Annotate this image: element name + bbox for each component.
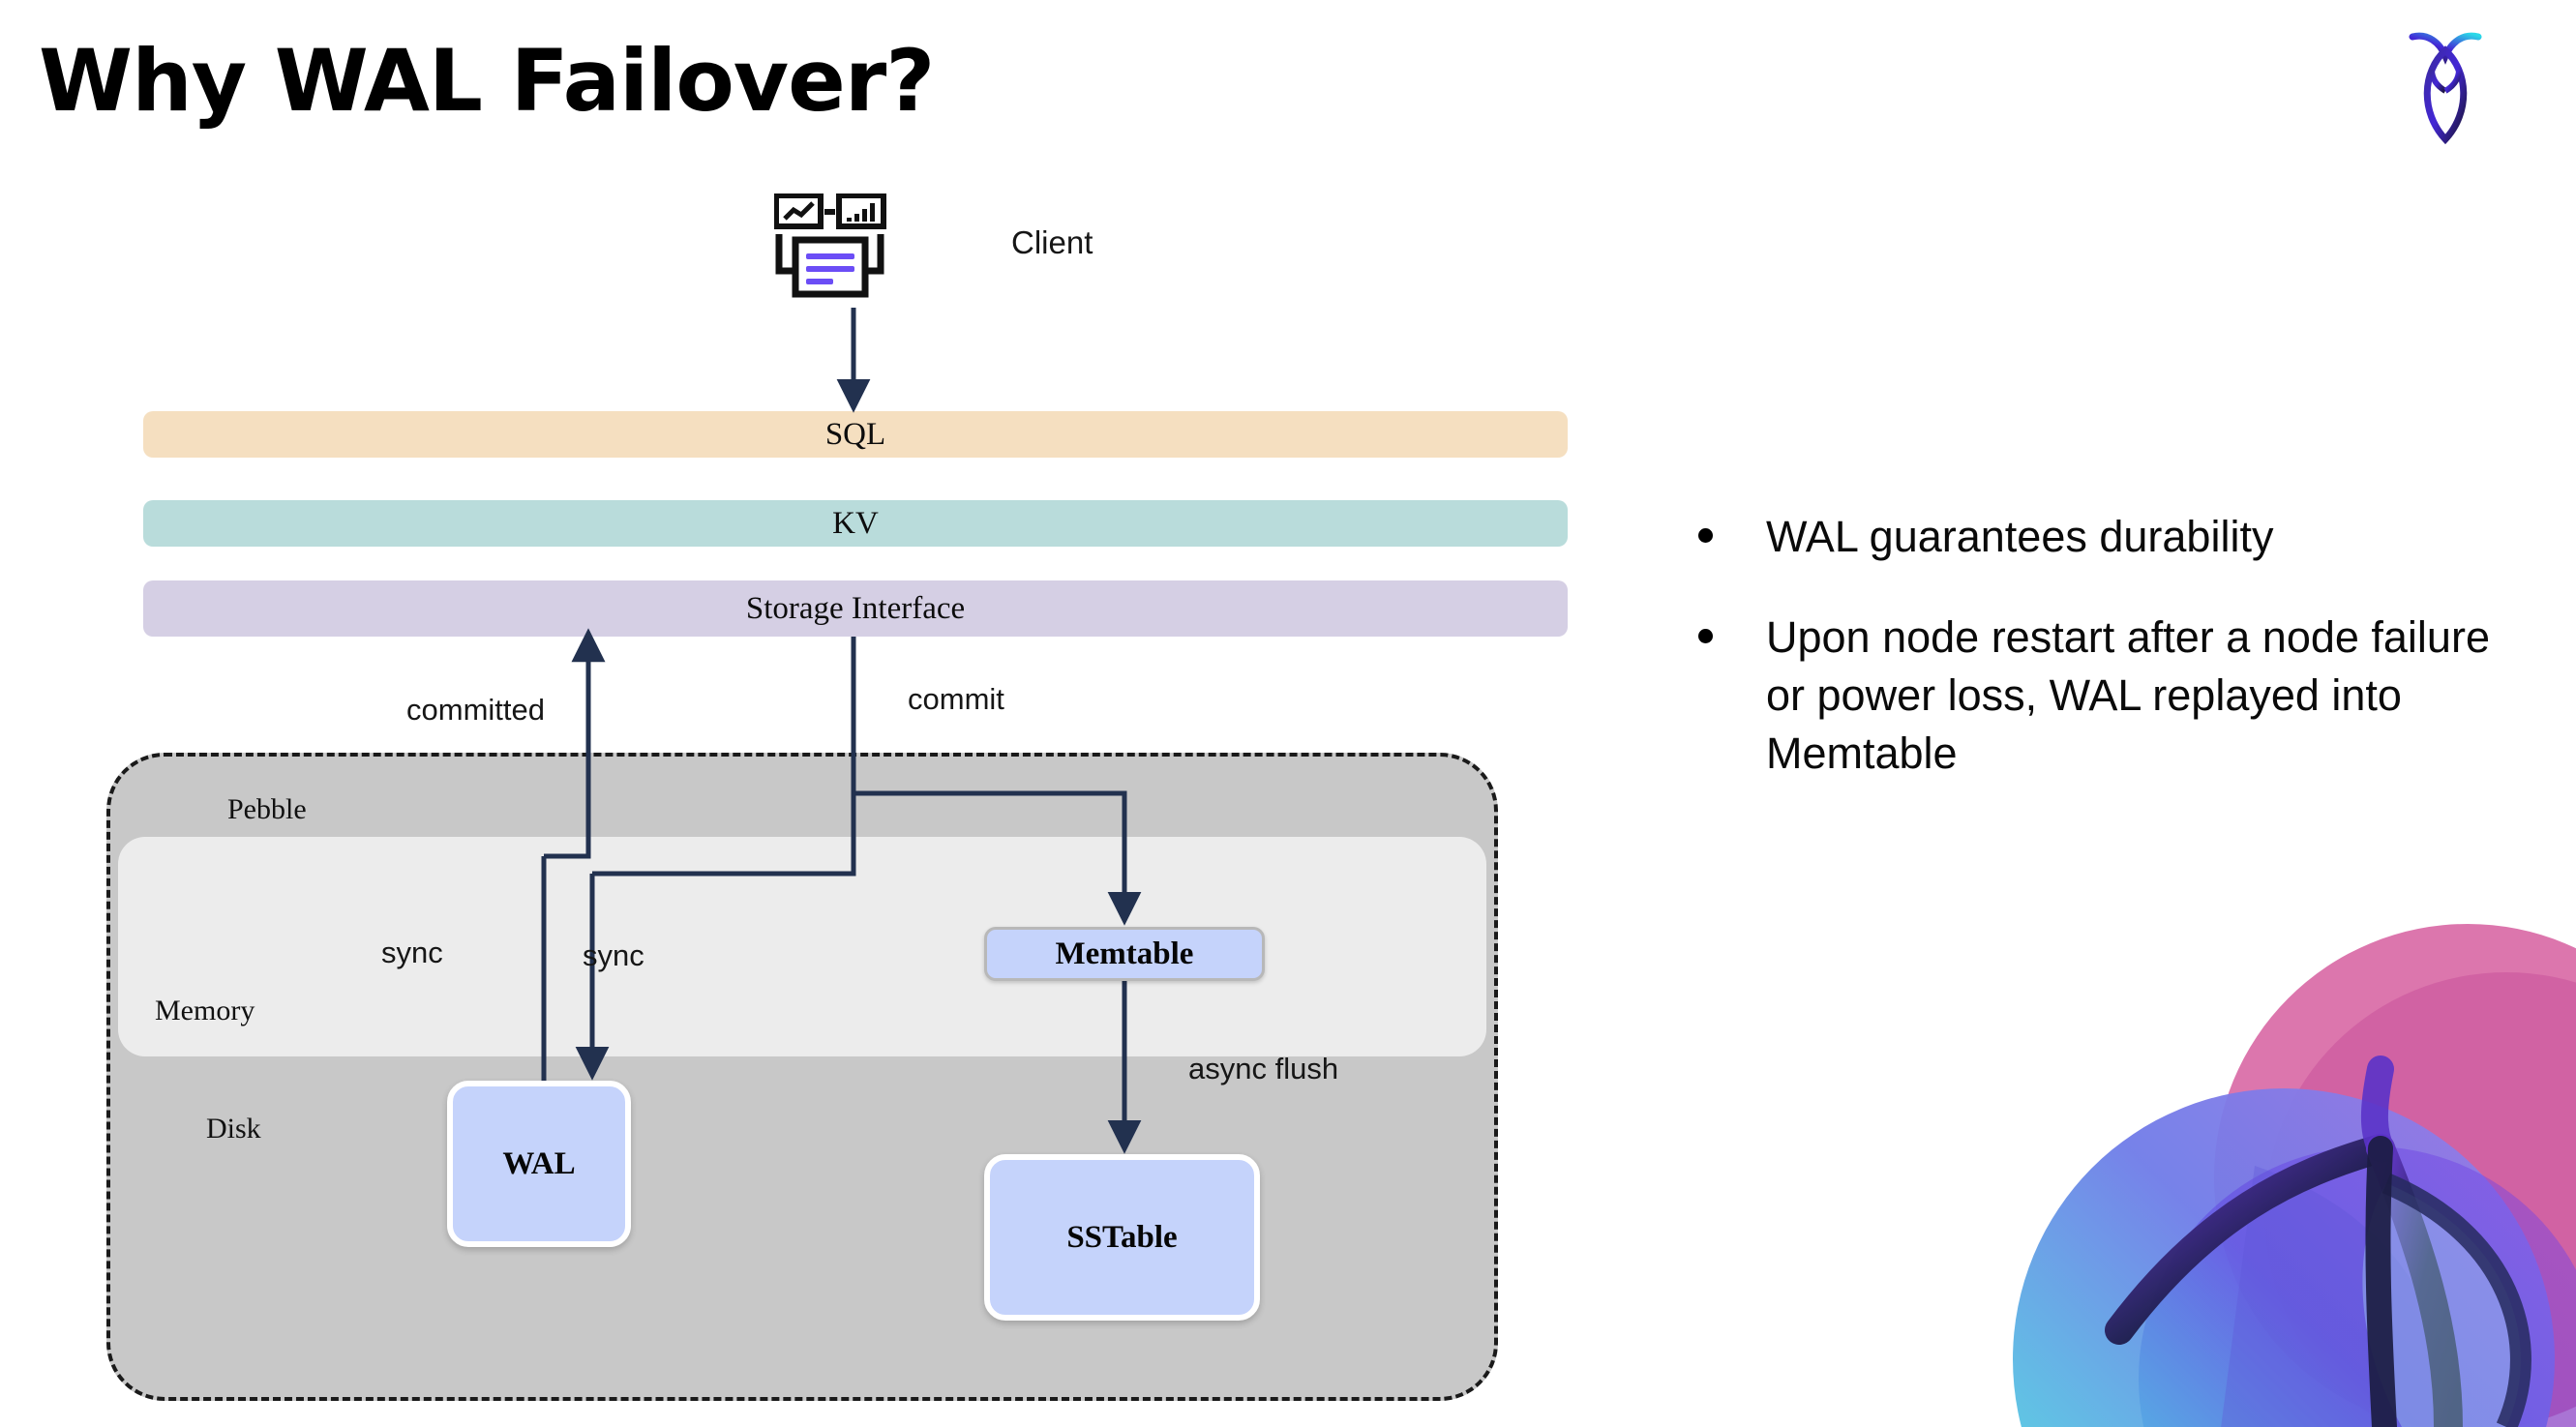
list-item: Upon node restart after a node failure o… bbox=[1698, 609, 2501, 783]
page-title: Why WAL Failover? bbox=[39, 31, 935, 131]
client-label: Client bbox=[1011, 224, 1093, 260]
layer-storage-interface[interactable]: Storage Interface bbox=[143, 580, 1568, 637]
bullet-dot-icon bbox=[1698, 528, 1713, 543]
bullet-list: WAL guarantees durability Upon node rest… bbox=[1698, 508, 2501, 824]
layer-sql[interactable]: SQL bbox=[143, 411, 1568, 458]
node-memtable-label: Memtable bbox=[1055, 936, 1194, 971]
edge-label-commit: commit bbox=[908, 682, 1004, 716]
bullet-text: WAL guarantees durability bbox=[1766, 512, 2274, 561]
decorative-logo-artwork bbox=[2013, 924, 2576, 1427]
layer-sql-label: SQL bbox=[824, 416, 886, 452]
bullet-text: Upon node restart after a node failure o… bbox=[1766, 611, 2490, 778]
node-wal[interactable]: WAL bbox=[447, 1081, 631, 1247]
node-sstable-label: SSTable bbox=[1066, 1219, 1178, 1255]
layer-storage-label: Storage Interface bbox=[745, 590, 966, 626]
node-sstable[interactable]: SSTable bbox=[984, 1154, 1260, 1321]
bullet-dot-icon bbox=[1698, 628, 1713, 643]
edge-label-committed: committed bbox=[406, 693, 545, 727]
disk-label: Disk bbox=[206, 1113, 261, 1145]
diagram-connectors bbox=[541, 308, 1142, 1154]
layer-kv-label: KV bbox=[832, 505, 879, 541]
edge-label-async-flush: async flush bbox=[1188, 1052, 1339, 1085]
node-memtable[interactable]: Memtable bbox=[984, 927, 1265, 981]
pebble-label: Pebble bbox=[227, 793, 307, 825]
list-item: WAL guarantees durability bbox=[1698, 508, 2501, 566]
node-wal-label: WAL bbox=[502, 1145, 576, 1181]
edge-label-sync-1: sync bbox=[381, 936, 443, 969]
layer-kv[interactable]: KV bbox=[143, 500, 1568, 547]
edge-label-sync-2: sync bbox=[583, 938, 644, 972]
client-device-icon bbox=[774, 193, 886, 298]
cockroachdb-logo-icon bbox=[2409, 32, 2482, 145]
memory-label: Memory bbox=[155, 995, 255, 1026]
